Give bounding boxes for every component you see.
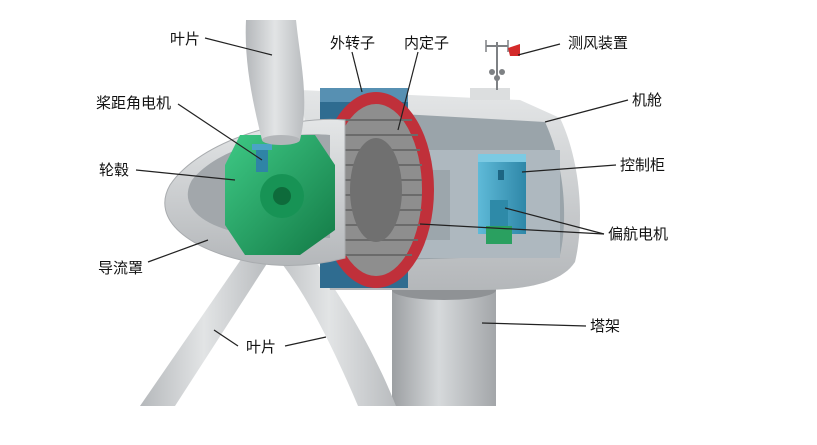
tower <box>392 280 496 406</box>
generator <box>318 92 434 288</box>
label-outer-rotor: 外转子 <box>330 34 376 52</box>
label-blade-bottom: 叶片 <box>246 338 277 356</box>
label-yaw-motor: 偏航电机 <box>608 225 669 243</box>
leader-lines <box>135 37 629 347</box>
label-nacelle: 机舱 <box>632 91 663 109</box>
leader-spinner <box>147 239 209 263</box>
lower-blades <box>140 232 396 406</box>
top-blade <box>245 20 305 145</box>
label-control-cabinet: 控制柜 <box>620 156 666 174</box>
label-spinner: 导流罩 <box>98 259 144 277</box>
leader-outer-rotor <box>351 51 363 93</box>
yaw-motor <box>486 200 512 244</box>
leader-wind-device <box>517 43 561 56</box>
label-blade-top: 叶片 <box>170 30 201 48</box>
leader-hub <box>135 169 236 181</box>
label-tower: 塔架 <box>590 317 621 335</box>
leader-control-cabinet <box>521 164 617 173</box>
label-inner-stator: 内定子 <box>404 34 450 52</box>
leader-yaw-motor-a <box>504 207 605 235</box>
leader-yaw-motor-b <box>419 223 605 235</box>
leader-nacelle <box>544 99 629 123</box>
label-pitch-motor: 桨距角电机 <box>96 94 172 112</box>
leader-blade-top <box>204 37 273 56</box>
leader-blade-bottom-a <box>213 329 239 347</box>
leader-pitch-motor <box>177 103 263 161</box>
label-hub: 轮毂 <box>99 161 130 179</box>
leader-blade-bottom-b <box>284 336 327 347</box>
label-wind-device: 测风装置 <box>568 34 629 52</box>
hub <box>225 135 335 255</box>
wind-measuring-device <box>485 40 520 90</box>
leader-tower <box>481 322 587 327</box>
leader-inner-stator <box>397 51 419 131</box>
